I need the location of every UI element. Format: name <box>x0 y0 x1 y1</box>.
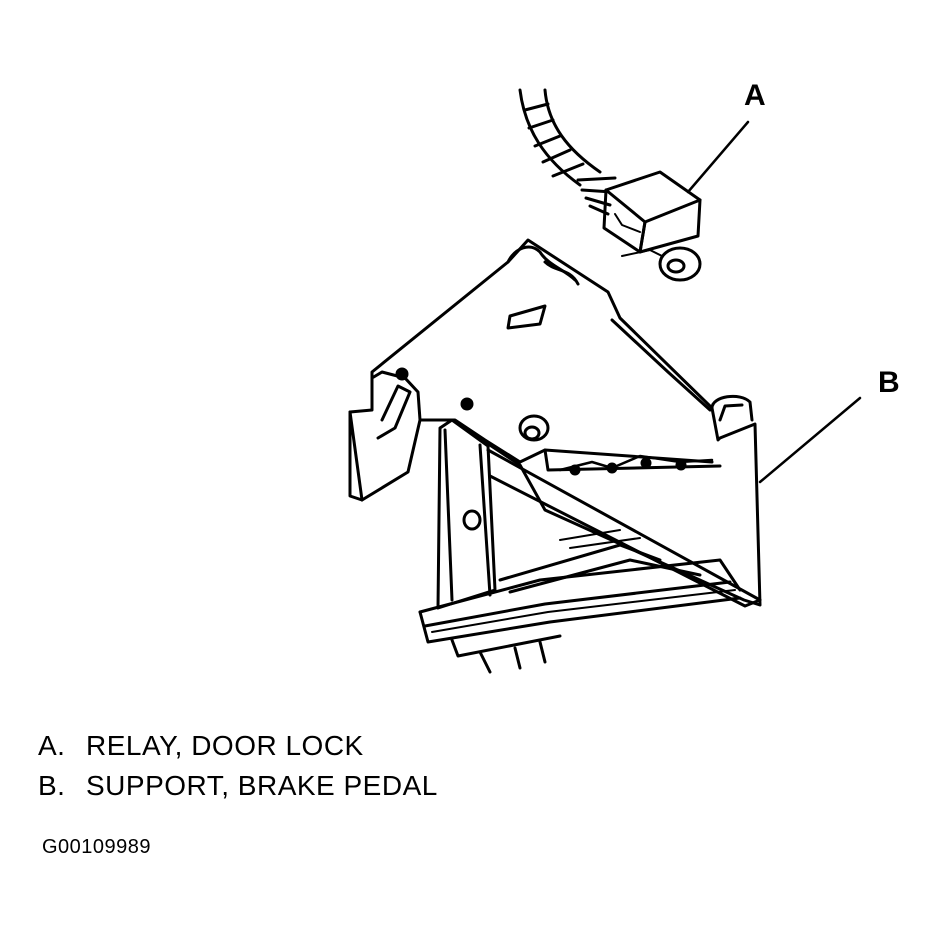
wiring-harness <box>518 88 617 216</box>
legend-item-support: B. SUPPORT, BRAKE PEDAL <box>38 766 438 806</box>
legend: A. RELAY, DOOR LOCK B. SUPPORT, BRAKE PE… <box>38 726 438 806</box>
brake-pedal-support <box>348 238 762 674</box>
legend-text: SUPPORT, BRAKE PEDAL <box>86 770 438 801</box>
legend-key: A. <box>38 730 66 761</box>
relay-location-diagram: A B <box>348 79 900 674</box>
legend-text: RELAY, DOOR LOCK <box>86 730 364 761</box>
callout-a-leader <box>686 120 750 194</box>
callout-a-label: A <box>744 79 766 112</box>
legend-key: B. <box>38 770 66 801</box>
figure-id: G00109989 <box>42 836 152 858</box>
legend-item-relay: A. RELAY, DOOR LOCK <box>38 726 438 766</box>
callout-b-label: B <box>878 366 900 399</box>
callout-b-leader <box>758 396 862 484</box>
door-lock-relay <box>602 170 702 282</box>
